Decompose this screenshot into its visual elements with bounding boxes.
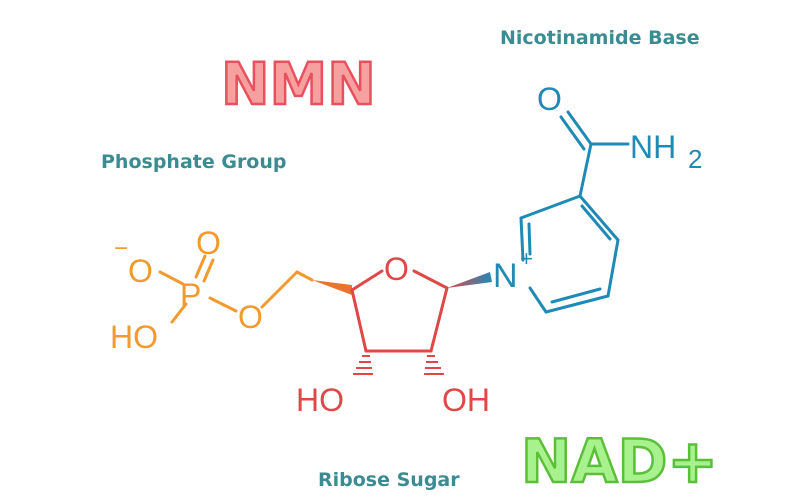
nmn-heading: NMN	[221, 50, 376, 118]
bond-p-oh	[170, 302, 188, 324]
bond-o-ch2	[260, 270, 299, 309]
amide-nh: NH	[630, 129, 676, 165]
bond-c3-c4	[578, 194, 620, 242]
bond-c4-c3	[350, 288, 368, 353]
phosphate-p: P	[180, 277, 201, 313]
bond-p-o-bridge	[208, 296, 238, 313]
pyridinium-n: N	[493, 257, 518, 295]
wedge-c4-ch2	[312, 280, 352, 295]
ribose-ring	[350, 269, 449, 353]
phosphate-group-caption: Phosphate Group	[101, 151, 287, 173]
pyridinium-plus-charge: +	[520, 246, 533, 271]
bond-p-o-minus	[158, 270, 185, 286]
amide-o: O	[537, 81, 562, 117]
ribose-oh-right: OH	[442, 382, 490, 418]
bond-c5-c6	[544, 294, 610, 314]
phosphate-o-minus: O	[128, 253, 153, 289]
phosphate-minus-charge: −	[114, 235, 128, 262]
bond-o-c1	[412, 269, 449, 290]
hash-c2-oh	[424, 355, 444, 375]
bond-amide-o-a	[566, 110, 593, 146]
hash-c3-ho	[353, 355, 373, 375]
bond-c1-c2	[429, 286, 449, 353]
bond-c3-amide	[578, 142, 593, 198]
amide-subscript-2: 2	[688, 144, 702, 174]
bond-c6-n	[528, 286, 548, 314]
bond-p-o-double-b	[202, 258, 215, 283]
ribose-sugar-caption: Ribose Sugar	[318, 469, 460, 491]
phosphate-o-bridge: O	[238, 299, 263, 335]
bond-n-c2	[519, 216, 525, 262]
phosphate-o-double: O	[196, 225, 221, 261]
pyridinium-ring	[519, 110, 630, 314]
bond-amide-o-b	[559, 115, 586, 151]
bond-ch2-c4	[295, 270, 314, 282]
nad-heading: NAD+	[521, 427, 718, 497]
bond-p-o-double-a	[194, 254, 207, 279]
nicotinamide-base-caption: Nicotinamide Base	[500, 27, 700, 49]
bond-c4-c5	[606, 238, 620, 298]
bond-c3-c4-inner	[580, 204, 612, 241]
wedge-c1-n	[447, 272, 492, 288]
phosphate-group	[158, 254, 238, 324]
phosphate-ho: HO	[110, 319, 158, 355]
ribose-o-ring: O	[384, 251, 409, 287]
bond-c2-c3	[519, 194, 582, 220]
bond-n-c2-inner	[527, 222, 532, 256]
bond-c4-o	[350, 269, 384, 292]
ribose-ho-left: HO	[296, 382, 344, 418]
bond-c5-c6-inner	[550, 287, 602, 304]
